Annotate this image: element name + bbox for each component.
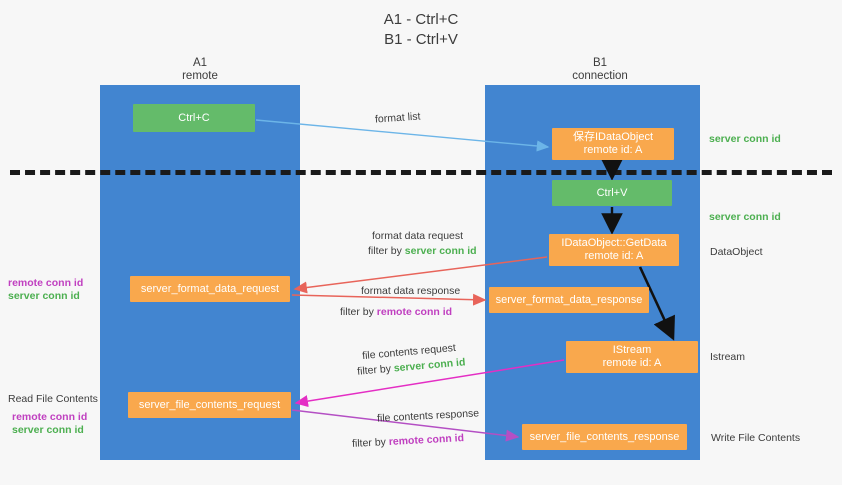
annotation-read-file-contents: Read File Contents bbox=[8, 393, 98, 405]
annotation-server-conn-id-2: server conn id bbox=[12, 424, 84, 436]
node-server-file-contents-request[interactable]: server_file_contents_request bbox=[128, 392, 291, 418]
edge-filter-file-contents-response: filter by remote conn id bbox=[352, 431, 465, 451]
node-ctrl-c[interactable]: Ctrl+C bbox=[133, 104, 255, 132]
node-label: server_format_data_request bbox=[140, 282, 280, 295]
edge-filter-format-data-request: filter by server conn id bbox=[368, 244, 477, 258]
annotation-remote-conn-id-2: remote conn id bbox=[12, 411, 88, 423]
node-sublabel: remote id: A bbox=[583, 144, 643, 156]
filter-prefix: filter by bbox=[368, 245, 405, 257]
annotation-remote-conn-id-1: remote conn id bbox=[8, 277, 84, 289]
edge-label-format-data-response: format data response bbox=[361, 285, 461, 297]
filter-prefix: filter by bbox=[351, 436, 390, 450]
edge-filter-format-data-response: filter by remote conn id bbox=[340, 305, 452, 319]
node-label: IDataObject::GetData bbox=[561, 237, 667, 249]
node-label: IStream bbox=[612, 344, 652, 356]
column-header-b1: B1 connection bbox=[572, 57, 628, 82]
node-idataobject-getdata[interactable]: IDataObject::GetData remote id: A bbox=[549, 234, 679, 266]
edge-label-format-list: format list bbox=[374, 110, 421, 126]
node-server-format-data-response[interactable]: server_format_data_response bbox=[489, 287, 649, 313]
annotation-server-conn-id-mid: server conn id bbox=[709, 211, 781, 223]
node-save-idataobject[interactable]: 保存IDataObject remote id: A bbox=[552, 128, 674, 160]
annotation-istream: Istream bbox=[710, 351, 746, 363]
node-ctrl-v[interactable]: Ctrl+V bbox=[552, 180, 672, 206]
node-label: Ctrl+V bbox=[596, 186, 628, 199]
annotation-dataobject: DataObject bbox=[710, 246, 763, 258]
filter-key: server conn id bbox=[404, 245, 477, 257]
node-sublabel: remote id: A bbox=[602, 357, 662, 369]
node-label: server_file_contents_response bbox=[529, 430, 680, 443]
edge-label-file-contents-response: file contents response bbox=[376, 407, 480, 425]
filter-prefix: filter by bbox=[356, 362, 395, 378]
node-sublabel: remote id: A bbox=[584, 250, 644, 262]
node-label: 保存IDataObject bbox=[572, 131, 654, 143]
edge-label-format-data-request: format data request bbox=[372, 230, 464, 242]
diagram-title: A1 - Ctrl+C B1 - Ctrl+V bbox=[383, 11, 459, 48]
annotation-server-conn-id-top: server conn id bbox=[709, 133, 781, 145]
column-header-a1: A1 remote bbox=[182, 57, 218, 82]
node-server-file-contents-response[interactable]: server_file_contents_response bbox=[522, 424, 687, 450]
section-divider-dashed bbox=[10, 170, 832, 175]
annotation-server-conn-id-1: server conn id bbox=[8, 290, 80, 302]
node-label: server_file_contents_request bbox=[138, 398, 281, 411]
annotation-write-file-contents: Write File Contents bbox=[711, 432, 801, 444]
filter-key: remote conn id bbox=[376, 306, 453, 318]
filter-prefix: filter by bbox=[340, 306, 377, 318]
node-istream[interactable]: IStream remote id: A bbox=[566, 341, 698, 373]
node-server-format-data-request[interactable]: server_format_data_request bbox=[130, 276, 290, 302]
node-label: server_format_data_response bbox=[495, 293, 643, 306]
filter-key: remote conn id bbox=[388, 432, 465, 448]
node-label: Ctrl+C bbox=[178, 111, 210, 124]
